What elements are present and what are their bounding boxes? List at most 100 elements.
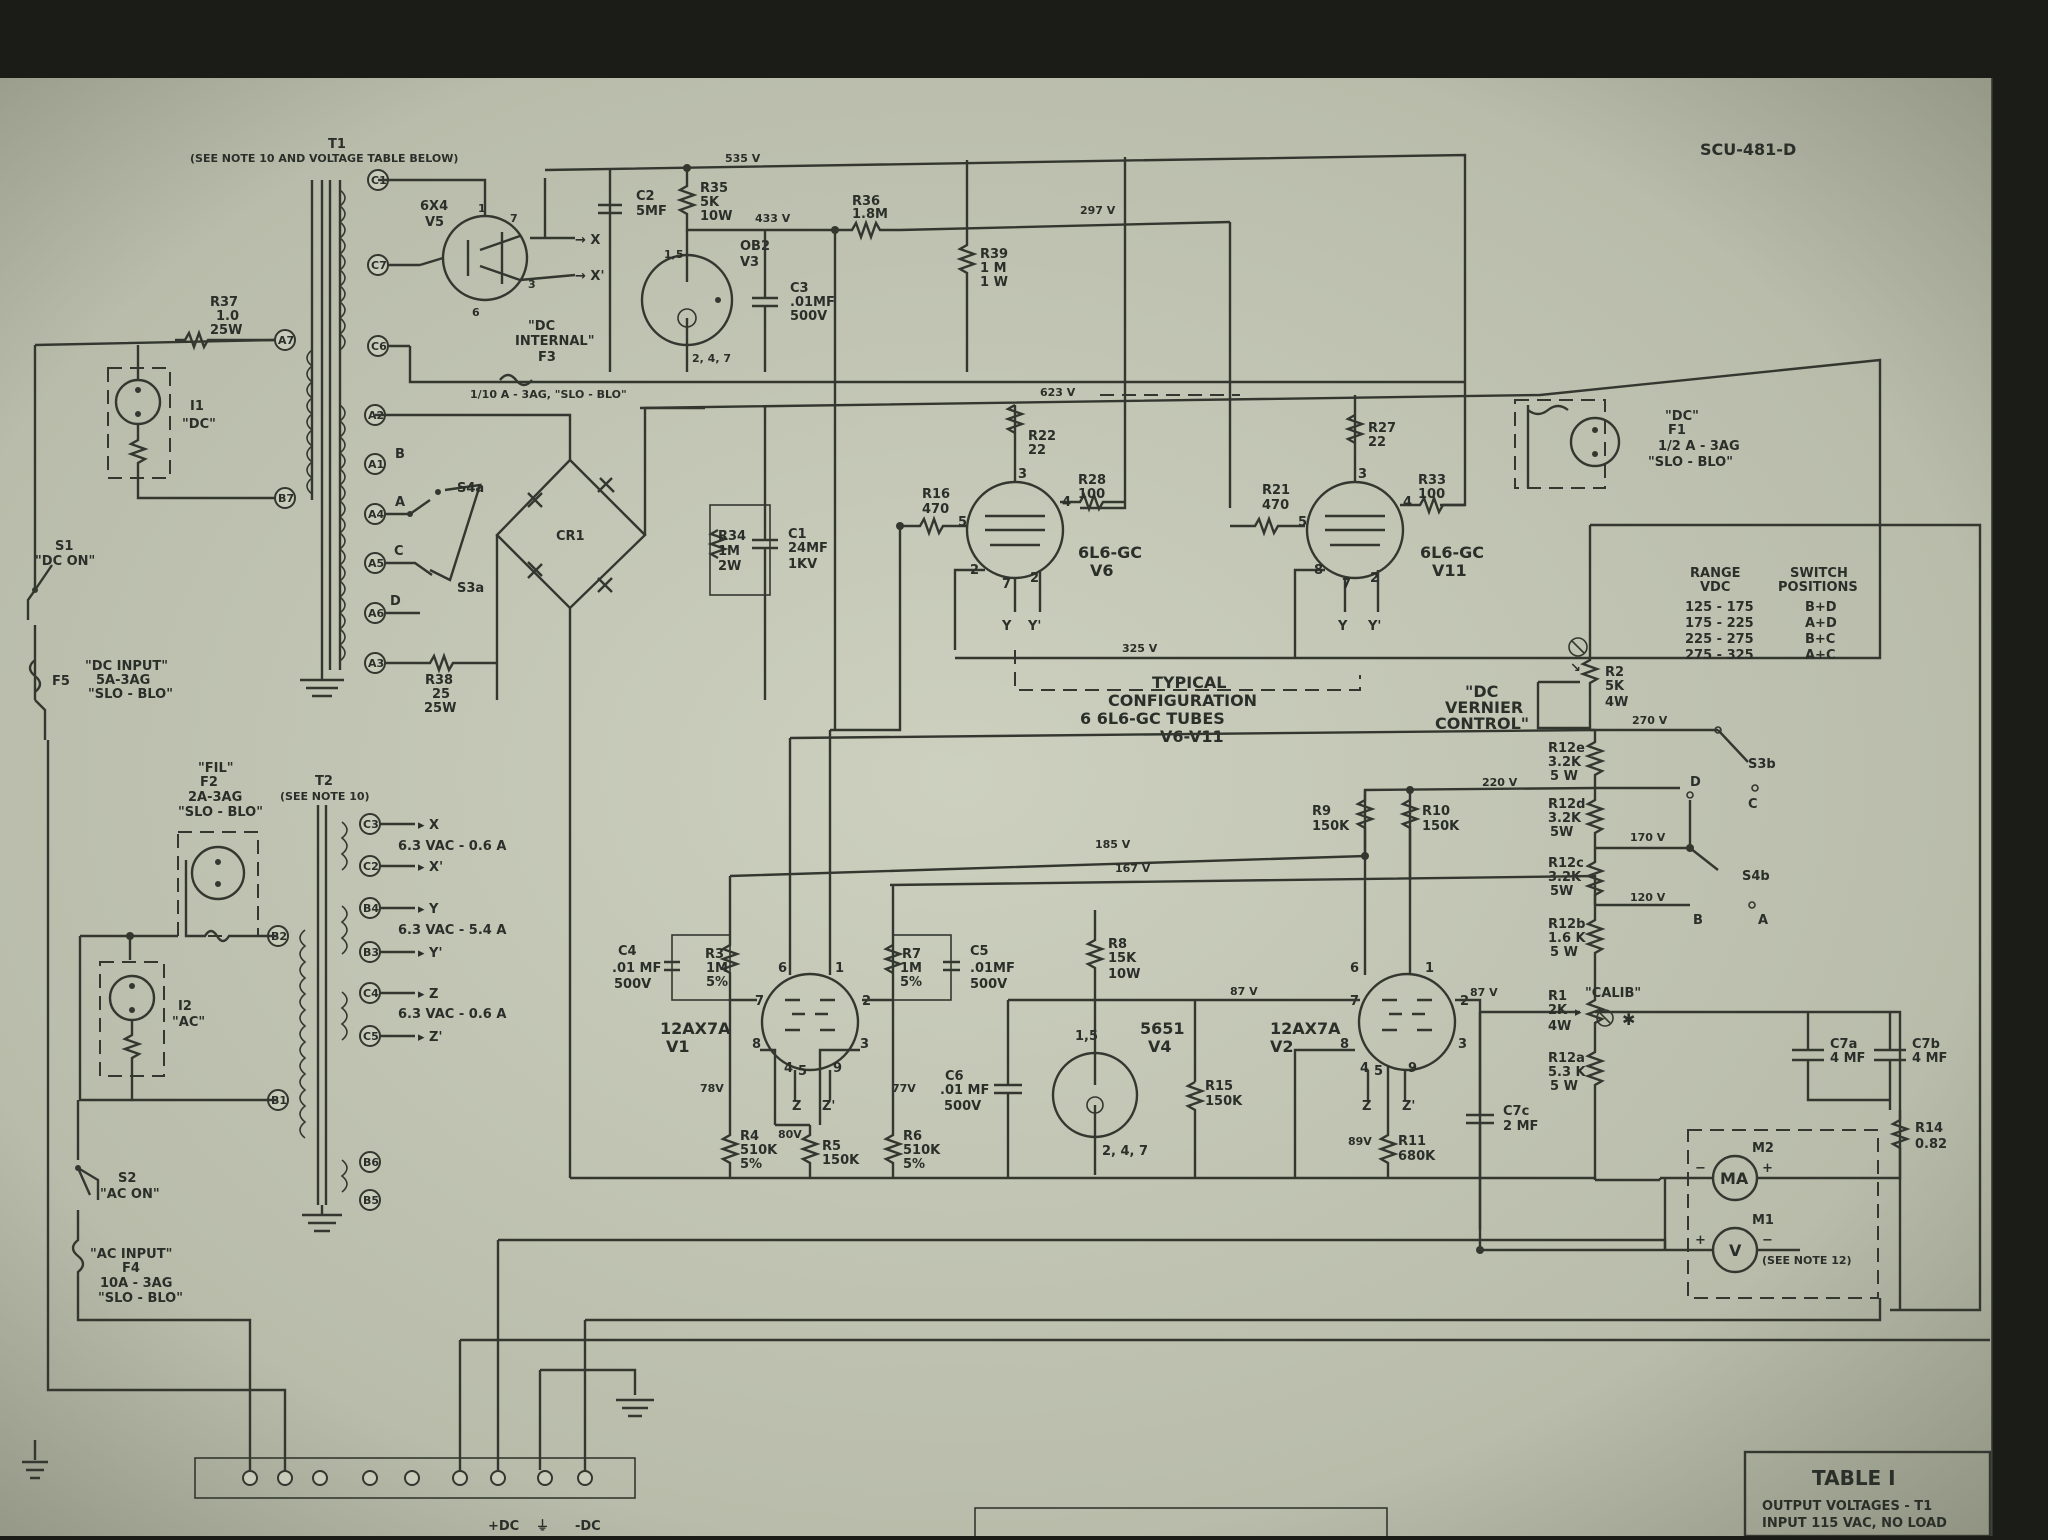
resistor-r8: R8 15K 10W	[1084, 910, 1140, 1015]
svg-text:✱: ✱	[1622, 1010, 1635, 1029]
svg-text:6: 6	[472, 306, 480, 319]
svg-text:CONFIGURATION: CONFIGURATION	[1108, 691, 1257, 710]
svg-text:Z': Z'	[1402, 1099, 1415, 1114]
svg-text:R2: R2	[1605, 665, 1624, 680]
potentiometer-r2: ↘ R2 5K 4W	[1536, 525, 1628, 730]
svg-text:C3: C3	[790, 281, 809, 296]
capacitor-c2: C2 5MF	[598, 189, 667, 219]
svg-text:+: +	[1695, 1233, 1706, 1248]
svg-text:A5: A5	[368, 557, 384, 570]
svg-text:B4: B4	[363, 902, 379, 915]
svg-text:4W: 4W	[1548, 1019, 1571, 1034]
svg-text:VDC: VDC	[1700, 580, 1730, 595]
svg-text:275 - 325: 275 - 325	[1685, 648, 1754, 663]
svg-text:4: 4	[784, 1061, 793, 1076]
capacitor-c5: C5 .01MF 500V	[892, 934, 1015, 1001]
range-table: RANGE VDC SWITCH POSITIONS 125 - 175 B+D…	[1685, 566, 1858, 663]
svg-text:Z: Z	[1362, 1099, 1371, 1114]
svg-text:2: 2	[970, 563, 979, 578]
svg-text:1.8M: 1.8M	[852, 207, 888, 222]
svg-text:4: 4	[1360, 1061, 1369, 1076]
svg-text:.01MF: .01MF	[790, 295, 835, 310]
svg-text:12AX7A: 12AX7A	[660, 1019, 731, 1038]
svg-text:R10: R10	[1422, 804, 1450, 819]
svg-text:R28: R28	[1078, 473, 1106, 488]
svg-text:D: D	[1690, 775, 1701, 790]
svg-text:167 V: 167 V	[1115, 862, 1151, 875]
svg-text:"DC ON": "DC ON"	[35, 554, 95, 569]
svg-text:2W: 2W	[718, 559, 741, 574]
svg-text:R12b: R12b	[1548, 917, 1585, 932]
svg-text:S3a: S3a	[457, 581, 484, 596]
capacitor-c7c: C7c 2 MF	[1466, 1012, 1538, 1134]
svg-text:8: 8	[1340, 1037, 1349, 1052]
svg-text:D: D	[390, 594, 401, 609]
svg-text:9: 9	[1408, 1061, 1417, 1076]
svg-text:C2: C2	[636, 189, 655, 204]
svg-text:3: 3	[528, 278, 536, 291]
svg-text:B5: B5	[363, 1194, 379, 1207]
svg-text:→ X': → X'	[575, 269, 604, 284]
svg-text:7: 7	[1350, 994, 1359, 1009]
svg-text:S4a: S4a	[457, 481, 484, 496]
svg-text:R12c: R12c	[1548, 856, 1584, 871]
svg-text:.01MF: .01MF	[970, 961, 1015, 976]
svg-text:1,5: 1,5	[1075, 1029, 1098, 1044]
svg-text:4: 4	[1062, 495, 1071, 510]
svg-text:5K: 5K	[1605, 679, 1625, 694]
svg-text:24MF: 24MF	[788, 541, 828, 556]
svg-text:9: 9	[833, 1061, 842, 1076]
svg-text:5651: 5651	[1140, 1019, 1185, 1038]
svg-text:89V: 89V	[1348, 1135, 1372, 1148]
svg-text:Y: Y	[1337, 619, 1348, 634]
svg-text:"SLO - BLO": "SLO - BLO"	[98, 1291, 183, 1306]
svg-text:5%: 5%	[740, 1157, 762, 1172]
svg-text:1,5: 1,5	[664, 248, 684, 261]
svg-text:5%: 5%	[903, 1157, 925, 1172]
svg-text:C7: C7	[371, 259, 387, 272]
svg-text:R36: R36	[852, 194, 880, 209]
svg-text:6: 6	[1350, 961, 1359, 976]
paper-sheet	[0, 78, 1992, 1536]
svg-text:5: 5	[1374, 1064, 1383, 1079]
resistor-r34: R34 1M 2W	[707, 504, 771, 596]
svg-text:6.3 VAC - 5.4 A: 6.3 VAC - 5.4 A	[398, 923, 506, 938]
svg-text:"SLO - BLO": "SLO - BLO"	[1648, 455, 1733, 470]
svg-text:5%: 5%	[900, 975, 922, 990]
svg-text:A3: A3	[368, 657, 384, 670]
svg-text:1KV: 1KV	[788, 557, 817, 572]
svg-text:"SLO - BLO": "SLO - BLO"	[88, 687, 173, 702]
svg-text:7: 7	[1342, 577, 1351, 592]
svg-text:V3: V3	[740, 255, 759, 270]
svg-text:R11: R11	[1398, 1134, 1426, 1149]
svg-text:1 M: 1 M	[980, 261, 1007, 276]
svg-text:185 V: 185 V	[1095, 838, 1131, 851]
svg-text:8: 8	[752, 1037, 761, 1052]
svg-text:R12a: R12a	[1548, 1051, 1585, 1066]
svg-text:M1: M1	[1752, 1213, 1774, 1228]
svg-text:3.2K: 3.2K	[1548, 811, 1582, 826]
svg-text:Z': Z'	[822, 1099, 835, 1114]
potentiometer-r1: ▸ R1 2K 4W "CALIB" ✱ 87 V	[1470, 986, 1641, 1040]
svg-text:R5: R5	[822, 1139, 841, 1154]
svg-text:100: 100	[1418, 487, 1445, 502]
tube-v4: 1,5 2, 4, 7 5651 V4	[1051, 1015, 1185, 1175]
resistor-r15: R15 150K	[1184, 1079, 1243, 1178]
capacitor-c3: C3 .01MF 500V	[752, 230, 835, 372]
svg-text:V11: V11	[1432, 561, 1467, 580]
svg-text:4: 4	[1403, 495, 1412, 510]
svg-text:INPUT 115 VAC, NO LOAD: INPUT 115 VAC, NO LOAD	[1762, 1516, 1947, 1531]
svg-text:7: 7	[1002, 577, 1011, 592]
svg-text:10A - 3AG: 10A - 3AG	[100, 1276, 172, 1291]
svg-text:F3: F3	[538, 350, 556, 365]
capacitor-c4: C4 .01 MF 500V	[612, 934, 731, 1001]
svg-text:5%: 5%	[706, 975, 728, 990]
svg-text:⏚: ⏚	[536, 1519, 549, 1534]
svg-text:5 W: 5 W	[1550, 945, 1578, 960]
svg-text:2: 2	[862, 994, 871, 1009]
svg-text:1/2 A - 3AG: 1/2 A - 3AG	[1658, 439, 1740, 454]
svg-text:R9: R9	[1312, 804, 1331, 819]
svg-text:5W: 5W	[1550, 884, 1573, 899]
svg-text:Z: Z	[792, 1099, 801, 1114]
svg-text:+DC: +DC	[488, 1519, 519, 1534]
